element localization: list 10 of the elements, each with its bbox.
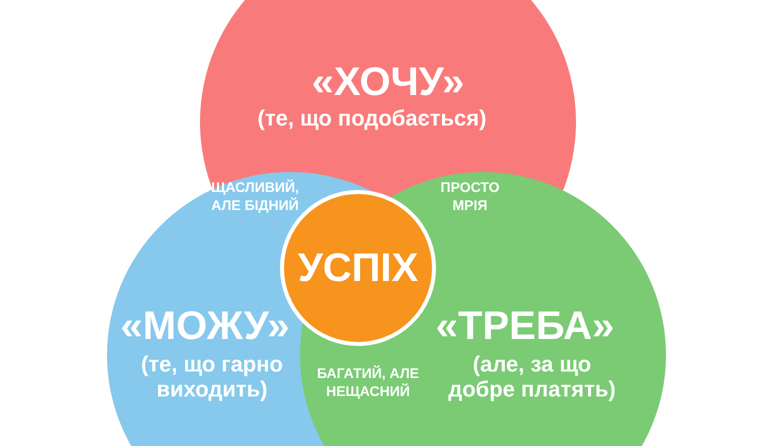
circle-subtitle: (те, що подобається) <box>256 105 488 131</box>
overlap-label: ЩАСЛИВИЙ, АЛЕ БІДНИЙ <box>210 178 300 214</box>
circle-subtitle: (але, за що добре платять) <box>447 352 617 402</box>
circle-subtitle: (те, що гарно виходить) <box>140 352 284 402</box>
overlap-label: БАГАТИЙ, АЛЕ НЕЩАСНИЙ <box>316 364 420 400</box>
center-title: УСПІХ <box>296 245 420 291</box>
circle-title: «МОЖУ» <box>120 303 290 349</box>
circle-title: «ТРЕБА» <box>434 303 616 349</box>
circle-title: «ХОЧУ» <box>310 59 466 105</box>
overlap-label: ПРОСТО МРІЯ <box>440 178 500 214</box>
